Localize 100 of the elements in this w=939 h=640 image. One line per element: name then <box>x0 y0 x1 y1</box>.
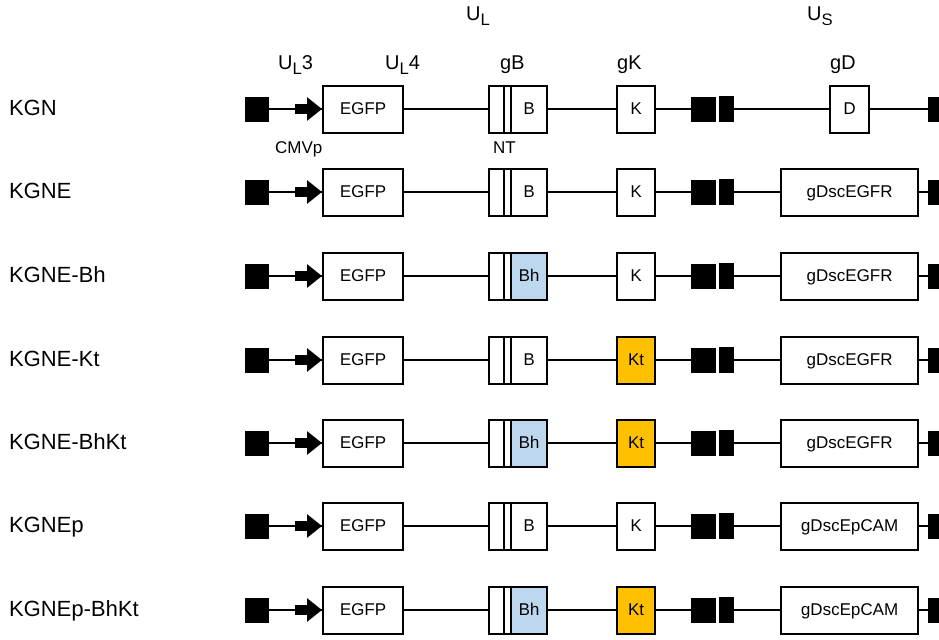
connector-line <box>656 525 691 527</box>
narrow-segment <box>719 430 734 456</box>
connector-line <box>919 442 928 444</box>
promoter-arrow <box>269 264 322 288</box>
flank-block <box>245 96 269 122</box>
gene-box: gDscEGFR <box>780 418 919 468</box>
gene-box: B <box>510 502 548 550</box>
connector-line <box>734 525 780 527</box>
gene-box: Kt <box>616 418 656 468</box>
gene-box: EGFP <box>322 168 404 216</box>
narrow-segment <box>719 263 734 289</box>
connector-line <box>919 609 928 611</box>
connector-line <box>656 108 691 110</box>
gene-label: gD <box>830 53 856 73</box>
gene-box: EGFP <box>322 84 404 134</box>
gene-box: gDscEGFR <box>780 168 919 216</box>
gene-label: gK <box>617 53 642 73</box>
connector-line <box>404 359 488 361</box>
gene-box: EGFP <box>322 502 404 550</box>
connector-line <box>656 191 691 193</box>
gene-label: gB <box>500 53 524 73</box>
gene-box: gDscEpCAM <box>780 502 919 550</box>
construct-name: KGN <box>9 96 57 119</box>
connector-line <box>548 108 616 110</box>
region-label: U$_{S}$ <box>807 4 833 29</box>
connector-line <box>404 442 488 444</box>
connector-line <box>734 442 780 444</box>
connector-line <box>656 359 691 361</box>
connector-line <box>919 525 928 527</box>
connector-line <box>734 609 780 611</box>
promoter-arrow <box>269 598 322 622</box>
connector-line <box>548 442 616 444</box>
gene-box: gDscEGFR <box>780 252 919 300</box>
connector-line <box>919 275 928 277</box>
gene-box: Kt <box>616 336 656 384</box>
flank-block <box>691 180 716 204</box>
connector-line <box>734 191 780 193</box>
connector-line <box>548 525 616 527</box>
connector-line <box>404 525 488 527</box>
construct-name: KGNE-Kt <box>9 348 100 370</box>
promoter-arrow <box>269 97 322 121</box>
gene-box: EGFP <box>322 252 404 300</box>
gene-box: K <box>616 502 656 550</box>
gene-box: Kt <box>616 586 656 634</box>
region-label: U$_{L}$ <box>466 4 490 29</box>
gene-box: gDscEpCAM <box>780 586 919 634</box>
promoter-arrow <box>269 514 322 538</box>
gene-label: U$_{L}$3 <box>278 53 313 78</box>
promoter-arrow <box>269 180 322 204</box>
gene-box: EGFP <box>322 336 404 384</box>
connector-line <box>656 442 691 444</box>
flank-block <box>691 96 716 122</box>
gene-box: Bh <box>510 252 548 300</box>
flank-block <box>245 180 269 204</box>
connector-line <box>548 191 616 193</box>
gene-box: D <box>829 84 870 134</box>
gene-box: Bh <box>510 586 548 634</box>
gene-box: Bh <box>510 418 548 468</box>
gene-box: B <box>510 168 548 216</box>
flank-block <box>245 348 269 372</box>
flank-block <box>691 514 716 538</box>
construct-name: KGNE-BhKt <box>9 430 126 453</box>
gene-box: B <box>510 84 548 134</box>
connector-line <box>919 359 928 361</box>
connector-line <box>548 609 616 611</box>
connector-line <box>734 359 780 361</box>
flank-block <box>691 430 716 456</box>
flank-block <box>691 264 716 288</box>
gene-box: K <box>616 84 656 134</box>
narrow-segment <box>719 513 734 539</box>
gene-box: K <box>616 168 656 216</box>
construct-name: KGNE-Bh <box>9 264 106 286</box>
flank-block <box>691 348 716 372</box>
connector-line <box>404 108 488 110</box>
construct-name: KGNEp <box>9 514 84 536</box>
promoter-arrow <box>269 431 322 455</box>
connector-line <box>734 108 829 110</box>
flank-block <box>245 514 269 538</box>
gene-box: B <box>510 336 548 384</box>
connector-line <box>656 609 691 611</box>
gene-box: K <box>616 252 656 300</box>
flank-block <box>245 598 269 622</box>
connector-line <box>404 609 488 611</box>
gene-box: EGFP <box>322 418 404 468</box>
flank-block <box>245 430 269 456</box>
flank-block <box>691 598 716 622</box>
promoter-label: CMVp <box>275 138 322 156</box>
connector-line <box>734 275 780 277</box>
connector-line <box>919 191 928 193</box>
connector-line <box>548 359 616 361</box>
connector-line <box>548 275 616 277</box>
promoter-arrow <box>269 348 322 372</box>
gene-label: U$_{L}$4 <box>385 53 420 78</box>
narrow-segment <box>719 347 734 373</box>
connector-line <box>870 108 928 110</box>
segment-label: NT <box>493 138 516 156</box>
narrow-segment <box>719 597 734 623</box>
construct-name: KGNE <box>9 180 72 202</box>
connector-line <box>404 191 488 193</box>
narrow-segment <box>719 96 734 122</box>
